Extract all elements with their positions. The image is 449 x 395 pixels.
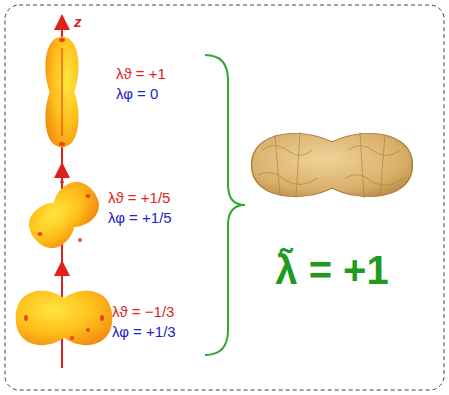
dashed-frame <box>5 5 444 390</box>
lambda-phi: λφ = +1/3 <box>112 324 176 341</box>
axis-label: z <box>74 14 82 31</box>
lambda-phi: λφ = 0 <box>116 86 158 103</box>
angular-distribution <box>45 37 78 147</box>
lambda-theta: λϑ = −1/3 <box>112 304 174 321</box>
lambda-theta: λϑ = +1 <box>116 66 166 83</box>
lambda-tilde: λ̃ = +1 <box>275 248 388 292</box>
peanut <box>252 133 413 196</box>
curly-brace <box>205 55 245 355</box>
angular-distribution <box>21 174 107 256</box>
lambda-phi: λφ = +1/5 <box>108 210 172 227</box>
angular-distribution <box>16 291 113 345</box>
lambda-theta: λϑ = +1/5 <box>108 190 170 207</box>
